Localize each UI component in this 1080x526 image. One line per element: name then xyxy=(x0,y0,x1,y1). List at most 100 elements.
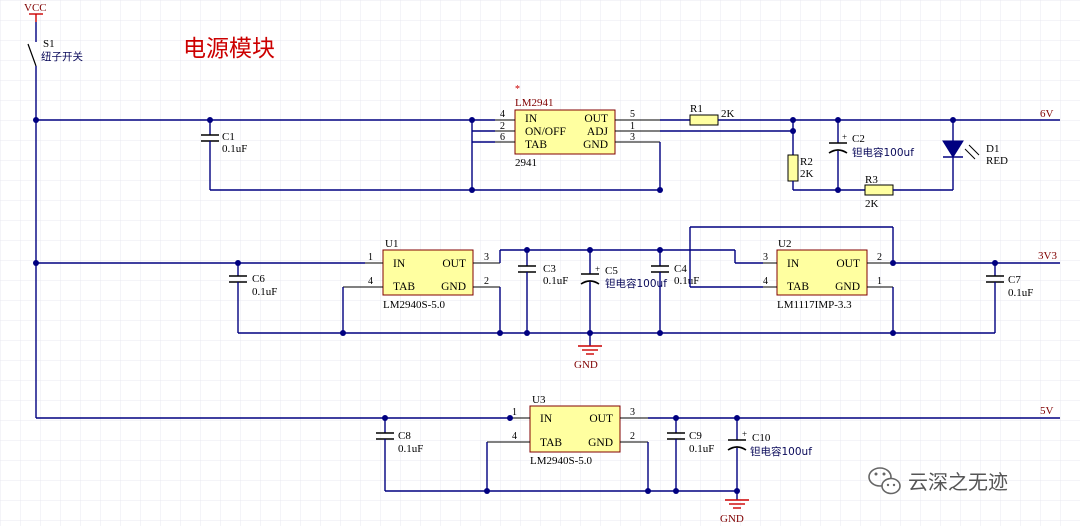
lm2941-body xyxy=(514,109,616,155)
junction xyxy=(507,415,513,421)
capacitor-c3: C3 0.1uF xyxy=(518,250,568,333)
capacitor-c6: C6 0.1uF xyxy=(229,263,277,333)
capacitor-c5: + C5 钽电容100uf xyxy=(580,250,667,333)
regulator-u2: U2 IN TAB OUT GND LM1117IMP-3.3 3 4 2 1 xyxy=(763,238,893,311)
ground-symbol: GND xyxy=(574,333,602,371)
svg-text:2: 2 xyxy=(630,431,635,442)
svg-text:0.1uF: 0.1uF xyxy=(252,286,277,298)
svg-text:C2: C2 xyxy=(852,133,865,145)
watermark: 云深之无迹 xyxy=(868,467,1008,495)
capacitor-c4: C4 0.1uF xyxy=(651,250,699,333)
junction xyxy=(524,330,530,336)
svg-text:钽电容100uf: 钽电容100uf xyxy=(852,146,914,159)
junction xyxy=(497,330,503,336)
u2-body xyxy=(776,249,868,296)
svg-text:2: 2 xyxy=(877,252,882,263)
svg-text:C3: C3 xyxy=(543,263,556,275)
svg-text:3: 3 xyxy=(763,252,768,263)
svg-text:2: 2 xyxy=(500,121,505,132)
net-label-vcc: VCC xyxy=(24,2,47,14)
svg-text:TAB: TAB xyxy=(540,437,562,449)
net-label-gnd: GND xyxy=(720,513,744,525)
regulator-lm2941: * LM2941 IN ON/OFF TAB OUT ADJ GND 2941 … xyxy=(495,84,660,169)
svg-text:4: 4 xyxy=(763,276,768,287)
svg-text:OUT: OUT xyxy=(442,258,466,270)
svg-text:ON/OFF: ON/OFF xyxy=(525,126,566,138)
svg-text:OUT: OUT xyxy=(584,113,608,125)
svg-text:C8: C8 xyxy=(398,430,411,442)
switch-designator: S1 xyxy=(43,38,55,50)
vcc-port: VCC xyxy=(24,2,47,22)
u2-designator: U2 xyxy=(778,238,791,250)
junction xyxy=(645,488,651,494)
u3-part: LM2940S-5.0 xyxy=(530,455,593,467)
page-title: 电源模块 xyxy=(183,36,275,62)
svg-text:1: 1 xyxy=(368,252,373,263)
svg-text:C4: C4 xyxy=(674,263,687,275)
u2-part: LM1117IMP-3.3 xyxy=(777,299,852,311)
svg-text:C9: C9 xyxy=(689,430,702,442)
svg-text:+: + xyxy=(842,132,847,142)
svg-text:+: + xyxy=(595,264,600,274)
svg-text:TAB: TAB xyxy=(787,281,809,293)
svg-text:GND: GND xyxy=(588,437,613,449)
svg-text:0.1uF: 0.1uF xyxy=(543,275,568,287)
watermark-text: 云深之无迹 xyxy=(908,470,1008,494)
svg-text:2K: 2K xyxy=(721,108,735,120)
svg-text:TAB: TAB xyxy=(393,281,415,293)
switch-s1: S1 纽子开关 xyxy=(27,22,83,120)
u3-designator: U3 xyxy=(532,394,546,406)
svg-text:TAB: TAB xyxy=(525,139,547,151)
svg-text:3: 3 xyxy=(484,252,489,263)
svg-text:R3: R3 xyxy=(865,174,878,186)
switch-value: 纽子开关 xyxy=(41,50,83,63)
svg-text:C7: C7 xyxy=(1008,274,1021,286)
net-label-3v3: 3V3 xyxy=(1038,250,1057,262)
svg-text:C10: C10 xyxy=(752,432,771,444)
junction xyxy=(340,330,346,336)
net-label-6v: 6V xyxy=(1040,108,1054,120)
svg-text:GND: GND xyxy=(583,139,608,151)
svg-text:3: 3 xyxy=(630,132,635,143)
svg-text:1: 1 xyxy=(512,407,517,418)
junction xyxy=(484,488,490,494)
net-label-5v: 5V xyxy=(1040,405,1054,417)
junction xyxy=(890,260,896,266)
svg-text:D1: D1 xyxy=(986,143,999,155)
svg-text:+: + xyxy=(742,429,747,439)
capacitor-c7: C7 0.1uF xyxy=(986,263,1033,333)
svg-text:R2: R2 xyxy=(800,156,813,168)
svg-text:0.1uF: 0.1uF xyxy=(398,443,423,455)
capacitor-c10: + C10 钽电容100uf xyxy=(727,418,812,491)
svg-text:C5: C5 xyxy=(605,265,618,277)
u1-designator: U1 xyxy=(385,238,398,250)
u1-body xyxy=(382,249,474,296)
svg-text:IN: IN xyxy=(525,113,538,125)
lm2941-designator: LM2941 xyxy=(515,97,554,109)
svg-text:0.1uF: 0.1uF xyxy=(1008,287,1033,299)
svg-text:0.1uF: 0.1uF xyxy=(222,143,247,155)
svg-text:4: 4 xyxy=(368,276,373,287)
junction xyxy=(890,330,896,336)
resistor-r2: R2 2K xyxy=(787,154,814,182)
capacitor-c9: C9 0.1uF xyxy=(667,418,714,491)
svg-text:ADJ: ADJ xyxy=(587,126,609,138)
svg-text:GND: GND xyxy=(441,281,466,293)
ground-symbol: GND xyxy=(720,491,749,525)
net-label-gnd: GND xyxy=(574,359,598,371)
svg-text:IN: IN xyxy=(540,413,553,425)
svg-text:RED: RED xyxy=(986,155,1008,167)
svg-text:钽电容100uf: 钽电容100uf xyxy=(750,445,812,458)
svg-text:2K: 2K xyxy=(800,168,814,180)
svg-text:4: 4 xyxy=(512,431,517,442)
junction xyxy=(657,330,663,336)
svg-text:*: * xyxy=(515,84,520,95)
svg-text:2: 2 xyxy=(484,276,489,287)
svg-text:OUT: OUT xyxy=(589,413,613,425)
svg-text:钽电容100uf: 钽电容100uf xyxy=(605,277,667,290)
svg-text:C1: C1 xyxy=(222,131,235,143)
svg-text:R1: R1 xyxy=(690,103,703,115)
svg-text:6: 6 xyxy=(500,132,505,143)
capacitor-c2: + C2 钽电容100uf xyxy=(828,120,914,190)
